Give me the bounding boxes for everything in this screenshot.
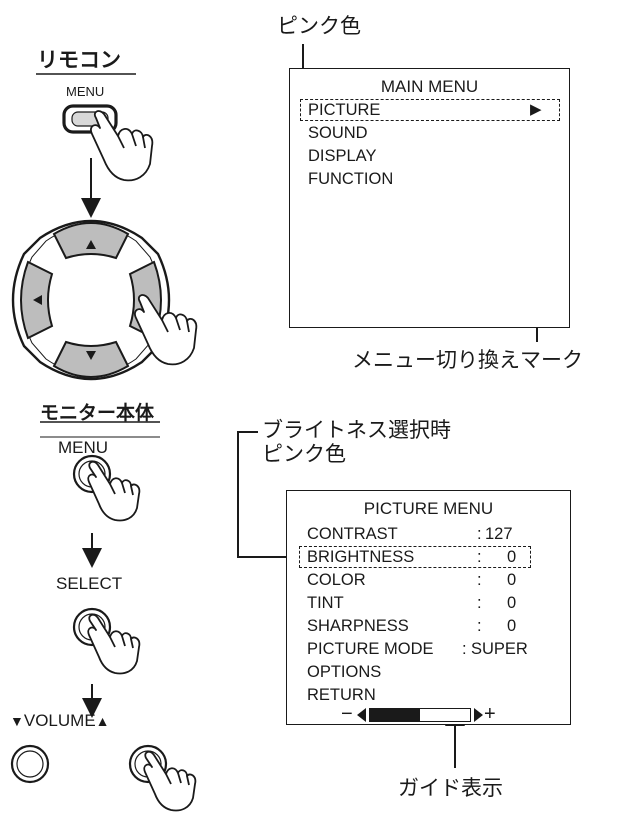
brightness-annotation-line1: ブライトネス選択時	[262, 418, 451, 442]
menu-item-return[interactable]: RETURN	[307, 686, 376, 704]
pink-annotation-top: ピンク色	[277, 14, 361, 38]
hand-icon	[134, 294, 198, 366]
monitor-title: モニター本体	[40, 402, 155, 424]
dpad-left-button[interactable]	[20, 260, 54, 340]
bar-minus: −	[341, 703, 353, 725]
guide-bar-fill	[370, 709, 420, 721]
bar-plus: +	[484, 703, 496, 725]
remote-title: リモコン	[37, 48, 121, 72]
menu-item-display[interactable]: DISPLAY	[308, 147, 377, 165]
volume-up-symbol: ▲	[95, 713, 110, 729]
main-menu-screen: MAIN MENU PICTURE ▶ SOUND DISPLAY FUNCTI…	[289, 68, 570, 328]
row-sep: :	[462, 640, 467, 658]
selection-highlight	[300, 99, 560, 121]
bar-right-arrow-icon	[474, 708, 483, 722]
row-label-contrast: CONTRAST	[307, 525, 398, 543]
row-sep: :	[477, 594, 482, 612]
volume-label-row: ▼VOLUME▲	[10, 711, 110, 731]
guide-bar	[369, 708, 471, 722]
row-label-tint: TINT	[307, 594, 344, 612]
row-value-brightness: 0	[507, 548, 517, 566]
row-value-contrast: 127	[485, 525, 513, 543]
main-menu-title: MAIN MENU	[380, 77, 479, 96]
row-label-color: COLOR	[307, 571, 366, 589]
selection-highlight	[299, 546, 531, 568]
row-sep: :	[477, 548, 482, 566]
volume-down-button[interactable]	[10, 744, 50, 784]
row-value-tint: 0	[507, 594, 517, 612]
volume-label: VOLUME	[23, 711, 96, 730]
row-value-color: 0	[507, 571, 517, 589]
row-value-picture-mode: SUPER	[471, 640, 528, 658]
brightness-connector-line	[237, 431, 308, 567]
remote-menu-label: MENU	[66, 84, 105, 99]
menu-item-sound[interactable]: SOUND	[308, 124, 368, 142]
dpad-down-button[interactable]	[52, 340, 130, 378]
menu-item-function[interactable]: FUNCTION	[308, 170, 394, 188]
brightness-annotation: ブライトネス選択時 ピンク色	[262, 418, 451, 466]
picture-menu-title: PICTURE MENU	[363, 499, 494, 518]
row-label-sharpness: SHARPNESS	[307, 617, 409, 635]
menu-item-options[interactable]: OPTIONS	[307, 663, 382, 681]
row-sep: :	[477, 525, 482, 543]
menu-item-picture[interactable]: PICTURE	[308, 101, 381, 119]
hand-icon	[90, 110, 154, 182]
bar-left-arrow-icon	[357, 708, 366, 722]
picture-menu-screen: PICTURE MENU CONTRAST : 127 BRIGHTNESS :…	[286, 490, 571, 725]
hand-icon	[143, 750, 197, 812]
brightness-annotation-line2: ピンク色	[262, 442, 346, 466]
dpad-up-button[interactable]	[52, 222, 130, 260]
hand-icon	[87, 613, 141, 675]
row-label-brightness: BRIGHTNESS	[307, 548, 415, 566]
row-label-picture-mode: PICTURE MODE	[307, 640, 434, 658]
row-sep: :	[477, 617, 482, 635]
guide-annotation: ガイド表示	[398, 776, 503, 800]
volume-down-symbol: ▼	[10, 713, 24, 729]
submenu-marker-icon: ▶	[530, 101, 542, 118]
row-value-sharpness: 0	[507, 617, 517, 635]
row-sep: :	[477, 571, 482, 589]
switch-mark-annotation: メニュー切り換えマーク	[352, 348, 583, 372]
monitor-menu-label: MENU	[58, 438, 109, 457]
hand-icon	[87, 460, 141, 522]
monitor-select-label: SELECT	[56, 574, 123, 593]
